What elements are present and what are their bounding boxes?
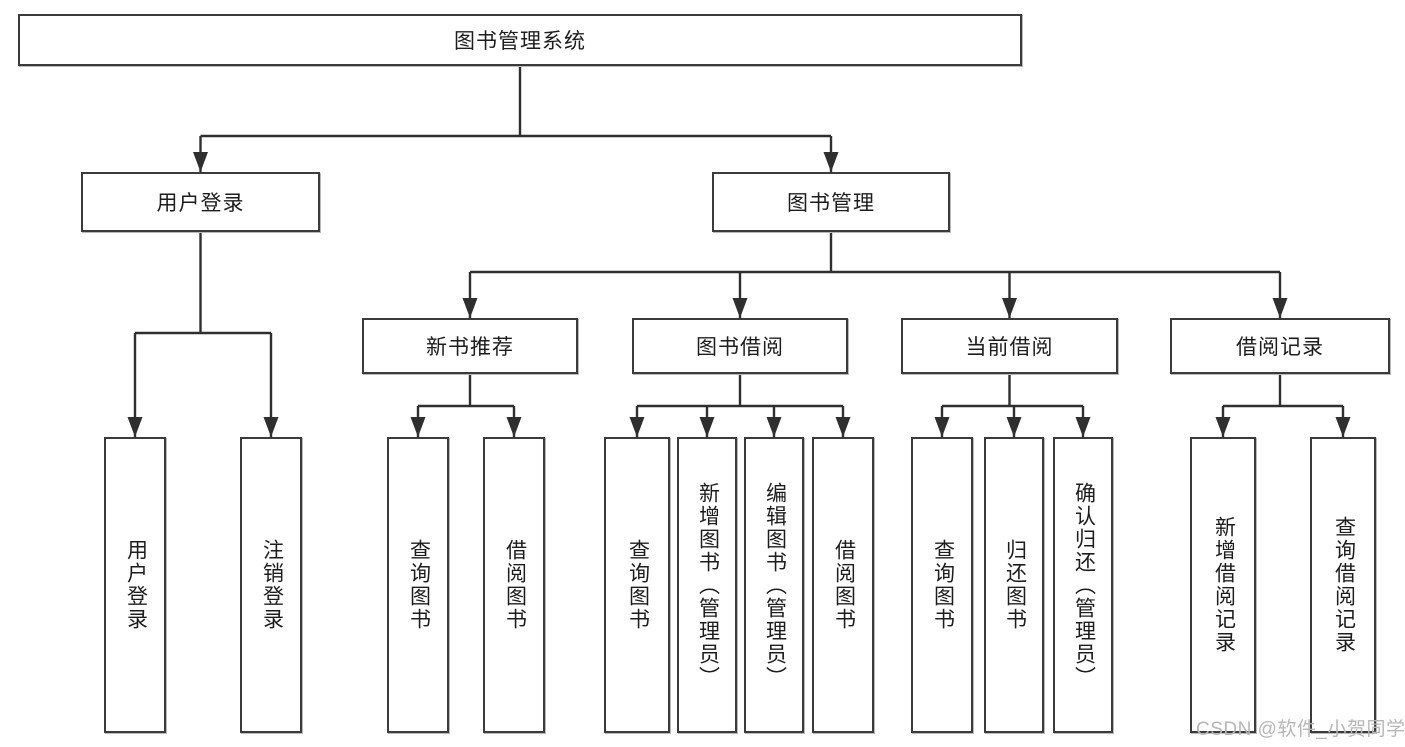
node-leaf6[interactable]: 新增图书（管理员） <box>677 437 737 733</box>
arrowhead-icon <box>263 417 279 437</box>
node-records[interactable]: 借阅记录 <box>1170 318 1390 374</box>
node-label: 查询借阅记录 <box>1332 516 1356 654</box>
arrowhead-icon <box>823 152 839 172</box>
node-root[interactable]: 图书管理系统 <box>18 14 1022 66</box>
arrowhead-icon <box>1006 417 1022 437</box>
node-leaf7[interactable]: 编辑图书（管理员） <box>744 437 804 733</box>
node-leaf5[interactable]: 查询图书 <box>604 437 670 733</box>
node-label: 归还图书 <box>1003 539 1027 631</box>
node-bookmgmt[interactable]: 图书管理 <box>712 172 950 232</box>
node-label: 注销登录 <box>260 539 284 631</box>
node-label: 查询图书 <box>407 539 431 631</box>
node-leaf2[interactable]: 注销登录 <box>240 437 302 733</box>
node-leaf12[interactable]: 新增借阅记录 <box>1190 437 1256 733</box>
arrowhead-icon <box>732 298 748 318</box>
arrowhead-icon <box>462 298 478 318</box>
arrowhead-icon <box>1272 298 1288 318</box>
arrowhead-icon <box>835 417 851 437</box>
node-leaf4[interactable]: 借阅图书 <box>483 437 545 733</box>
watermark-label: CSDN @软件_小贺同学 <box>1196 719 1405 740</box>
arrowhead-icon <box>766 417 782 437</box>
arrowhead-icon <box>629 417 645 437</box>
arrowhead-icon <box>934 417 950 437</box>
node-leaf11[interactable]: 确认归还（管理员） <box>1053 437 1113 733</box>
arrowhead-icon <box>1075 417 1091 437</box>
arrowhead-icon <box>506 417 522 437</box>
arrowhead-icon <box>193 152 208 172</box>
arrowhead-icon <box>127 417 143 437</box>
node-label: 新增借阅记录 <box>1212 516 1236 654</box>
node-label: 用户登录 <box>124 539 148 631</box>
arrowhead-icon <box>1215 417 1231 437</box>
node-label: 新增图书（管理员） <box>696 481 720 689</box>
node-leaf1[interactable]: 用户登录 <box>104 437 166 733</box>
node-newbook[interactable]: 新书推荐 <box>362 318 578 374</box>
arrowhead-icon <box>1002 298 1017 318</box>
node-current[interactable]: 当前借阅 <box>901 318 1118 374</box>
node-label: 查询图书 <box>931 539 955 631</box>
node-label: 查询图书 <box>626 539 650 631</box>
arrowhead-icon <box>699 417 715 437</box>
node-login[interactable]: 用户登录 <box>81 172 320 232</box>
node-borrow[interactable]: 图书借阅 <box>632 318 848 374</box>
node-label: 确认归还（管理员） <box>1072 481 1096 689</box>
node-leaf8[interactable]: 借阅图书 <box>812 437 874 733</box>
node-label: 编辑图书（管理员） <box>763 481 787 689</box>
arrowhead-icon <box>1335 417 1351 437</box>
arrowhead-icon <box>410 417 426 437</box>
node-label: 借阅图书 <box>832 539 856 631</box>
node-label: 借阅图书 <box>503 539 527 631</box>
node-leaf13[interactable]: 查询借阅记录 <box>1310 437 1376 733</box>
node-leaf10[interactable]: 归还图书 <box>984 437 1044 733</box>
node-leaf9[interactable]: 查询图书 <box>911 437 973 733</box>
node-leaf3[interactable]: 查询图书 <box>387 437 449 733</box>
